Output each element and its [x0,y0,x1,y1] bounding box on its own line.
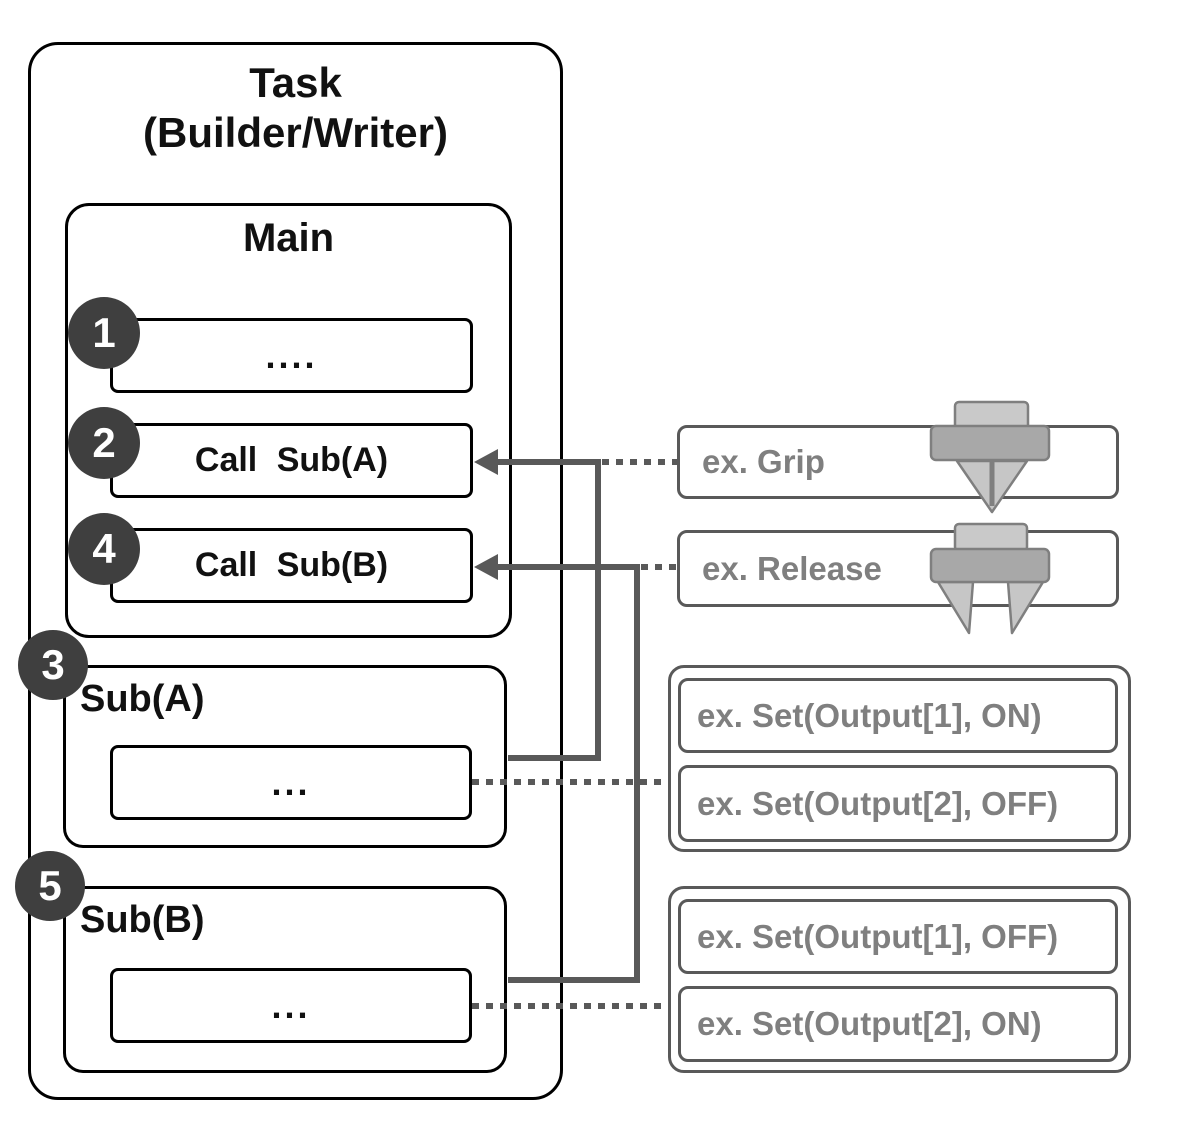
step-box-call-sub-b: Call Sub(B) [110,528,473,603]
sub-a-body-dots: ... [271,761,311,803]
badge-2: 2 [68,407,140,479]
example-set-b1-label: ex. Set(Output[1], OFF) [697,917,1059,955]
sub-a-body-box: ... [110,745,472,820]
badge-3: 3 [18,630,88,700]
sub-a-label: Sub(A) [80,678,205,720]
main-title: Main [242,216,335,260]
example-set-a2-box: ex. Set(Output[2], OFF) [678,765,1118,842]
call-sub-b-label: Call Sub(B) [194,546,389,584]
example-set-a2-label: ex. Set(Output[2], OFF) [697,784,1059,822]
annotation-grip-box: ex. Grip [677,425,1119,499]
example-set-a1-box: ex. Set(Output[1], ON) [678,678,1118,753]
sub-b-body-dots: ... [271,984,311,1026]
sub-b-label: Sub(B) [80,899,205,941]
annotation-release-box: ex. Release [677,530,1119,607]
task-title-line2: (Builder/Writer) [143,109,448,156]
badge-5: 5 [15,851,85,921]
sub-b-body-box: ... [110,968,472,1043]
example-set-b2-box: ex. Set(Output[2], ON) [678,986,1118,1062]
step-box-dots: .... [110,318,473,393]
example-set-b1-box: ex. Set(Output[1], OFF) [678,899,1118,974]
step-dots-label: .... [265,334,318,376]
task-title: Task (Builder/Writer) [28,58,563,158]
example-set-b2-label: ex. Set(Output[2], ON) [697,1005,1042,1042]
annotation-grip-label: ex. Grip [702,443,825,480]
annotation-release-label: ex. Release [702,549,882,587]
badge-1: 1 [68,297,140,369]
badge-4: 4 [68,513,140,585]
task-title-line1: Task [249,59,342,106]
step-box-call-sub-a: Call Sub(A) [110,423,473,498]
example-set-a1-label: ex. Set(Output[1], ON) [697,696,1042,734]
call-sub-a-label: Call Sub(A) [194,441,389,479]
